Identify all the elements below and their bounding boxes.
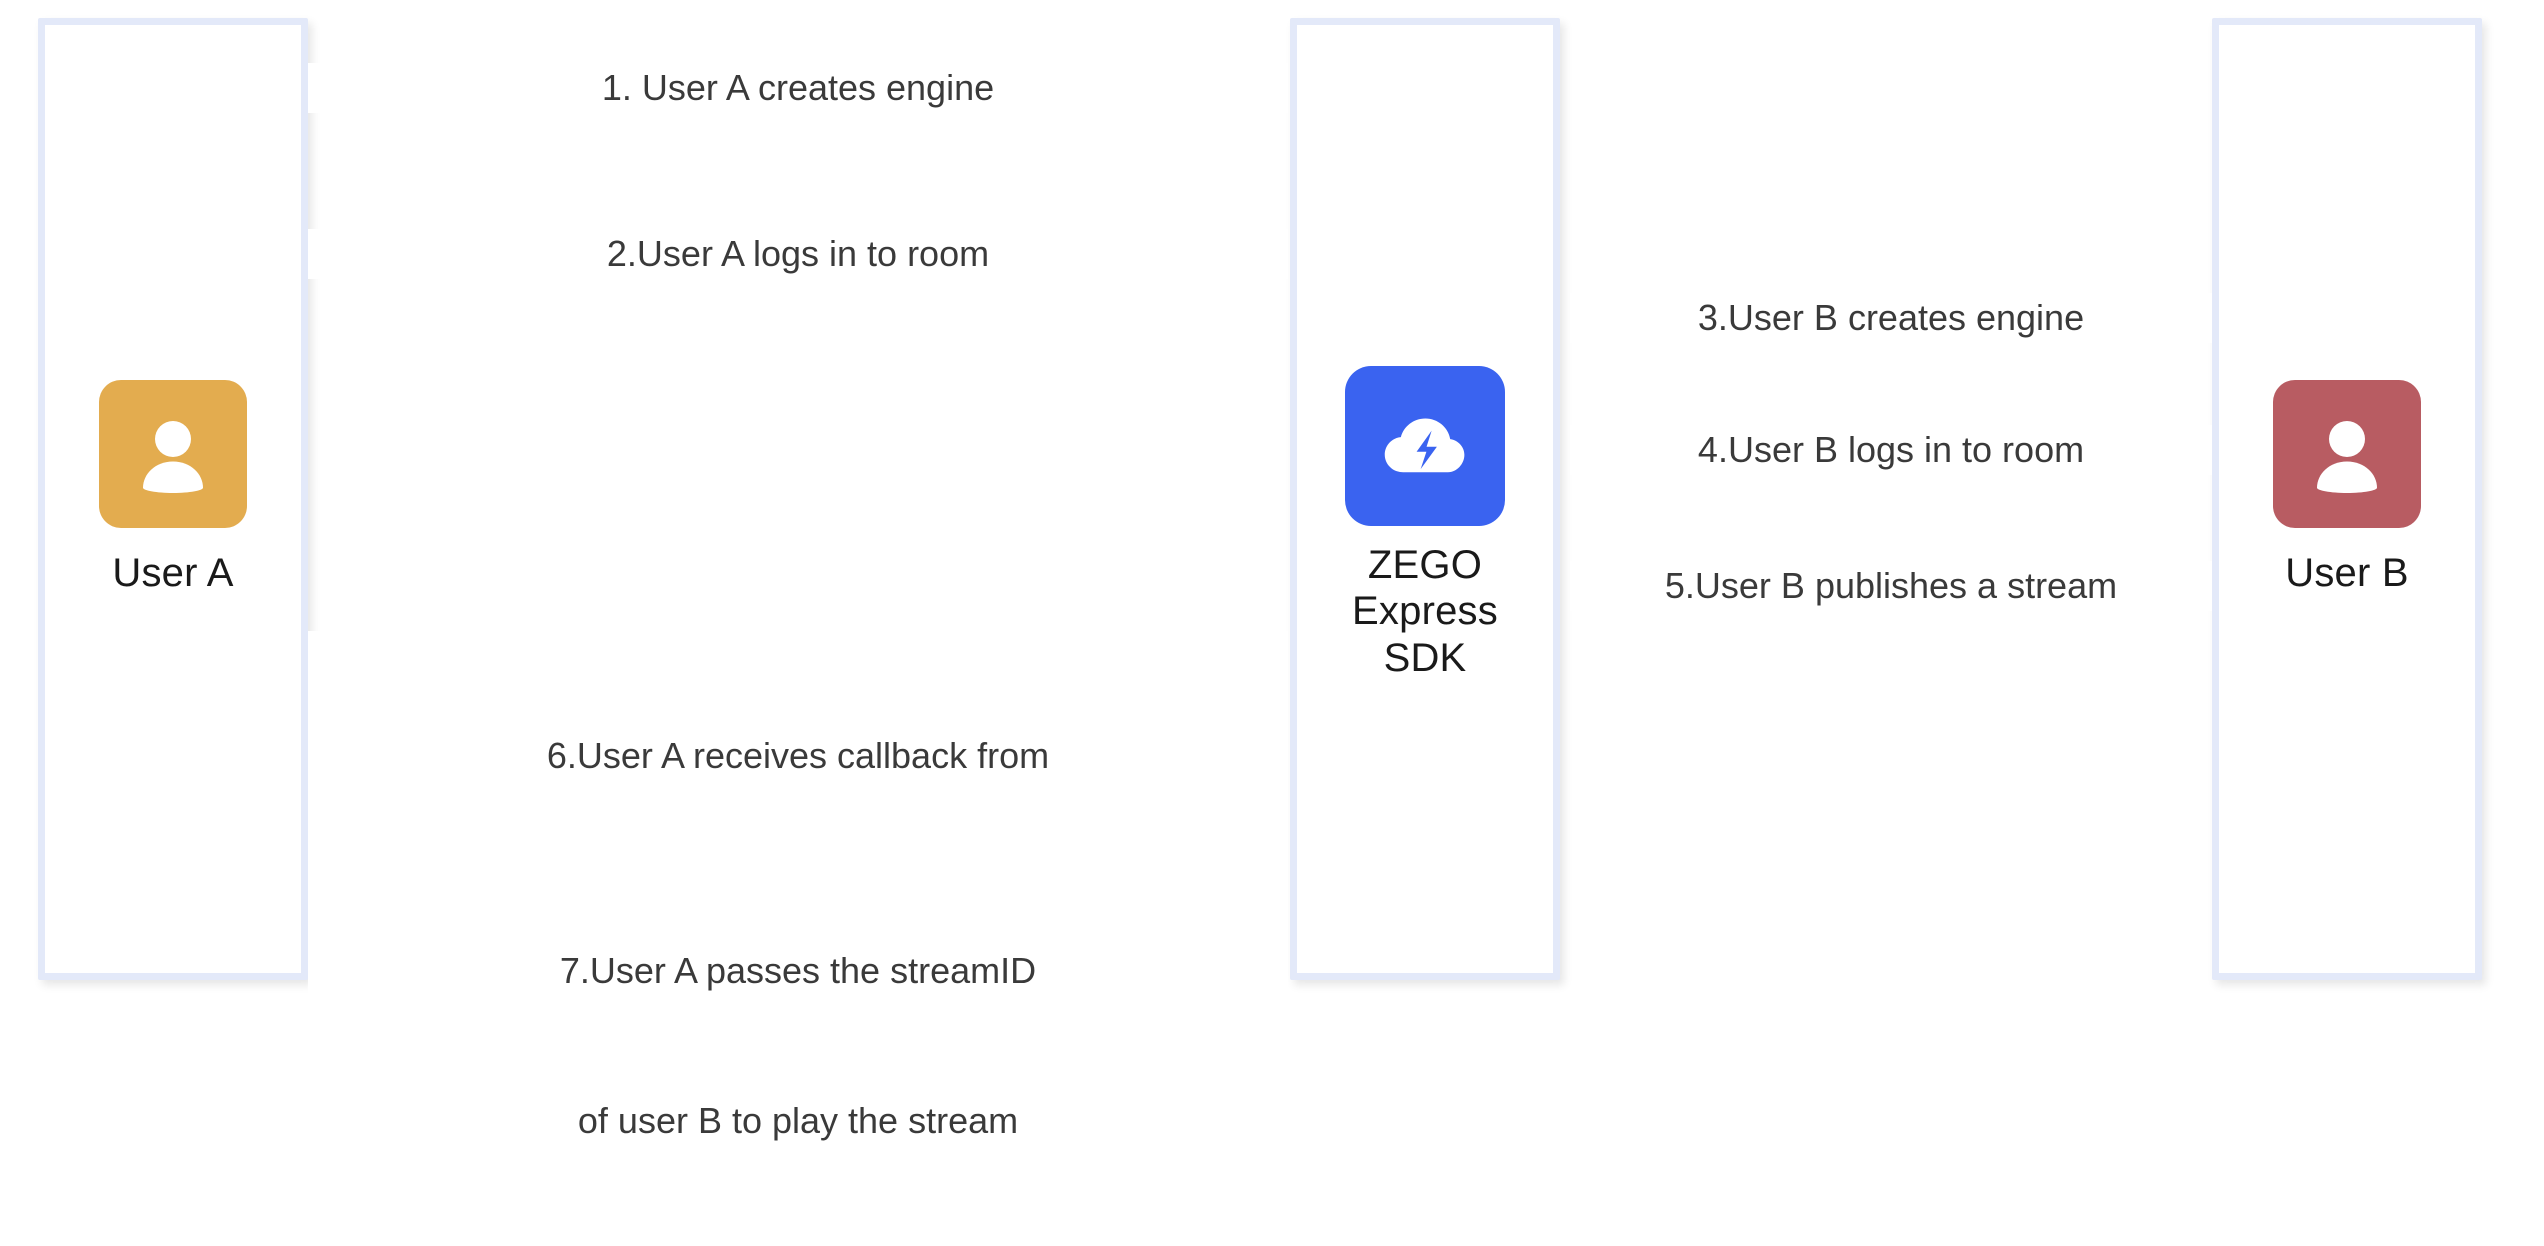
message-7-label-line1: 7.User A passes the streamID: [559, 950, 1037, 991]
message-7: 7.User A passes the streamID of user B t…: [308, 820, 1288, 1246]
person-icon: [143, 421, 203, 493]
message-2: 2.User A logs in to room: [308, 228, 1288, 280]
zego-sdk-avatar: [1345, 366, 1505, 526]
actor-zego-sdk: ZEGO Express SDK: [1290, 366, 1560, 681]
message-1-label: 1. User A creates engine: [308, 63, 1288, 113]
zego-sdk-label: ZEGO Express SDK: [1352, 542, 1498, 681]
message-2-label: 2.User A logs in to room: [308, 229, 1288, 279]
message-4: 4.User B logs in to room: [1570, 424, 2212, 476]
actor-user-a: User A: [38, 380, 308, 596]
message-1: 1. User A creates engine: [308, 62, 1288, 114]
actor-user-b: User B: [2212, 380, 2482, 596]
zego-sdk-label-line3: SDK: [1383, 635, 1467, 680]
zego-sdk-label-line2: Express: [1352, 589, 1498, 634]
user-a-avatar: [99, 380, 247, 528]
message-5-label: 5.User B publishes a stream: [1570, 561, 2212, 611]
user-b-avatar: [2273, 380, 2421, 528]
message-7-label-line2: of user B to play the stream: [577, 1100, 1019, 1141]
user-b-label: User B: [2285, 551, 2409, 595]
user-a-label: User A: [112, 551, 234, 595]
message-3-label: 3.User B creates engine: [1570, 293, 2212, 343]
cloud-lightning-icon: [1384, 418, 1465, 473]
message-5: 5.User B publishes a stream: [1570, 560, 2212, 612]
message-6: 6.User A receives callback from onRoomSt…: [308, 630, 1288, 1181]
sequence-diagram-canvas: User A ZEGO Express SDK User B: [38, 18, 2482, 1246]
message-3: 3.User B creates engine: [1570, 292, 2212, 344]
zego-sdk-label-line1: ZEGO: [1367, 543, 1483, 587]
person-icon: [2317, 421, 2377, 493]
message-6-label-line1: 6.User A receives callback from: [546, 735, 1050, 776]
message-7-label: 7.User A passes the streamID of user B t…: [308, 846, 1288, 1246]
message-4-label: 4.User B logs in to room: [1570, 425, 2212, 475]
